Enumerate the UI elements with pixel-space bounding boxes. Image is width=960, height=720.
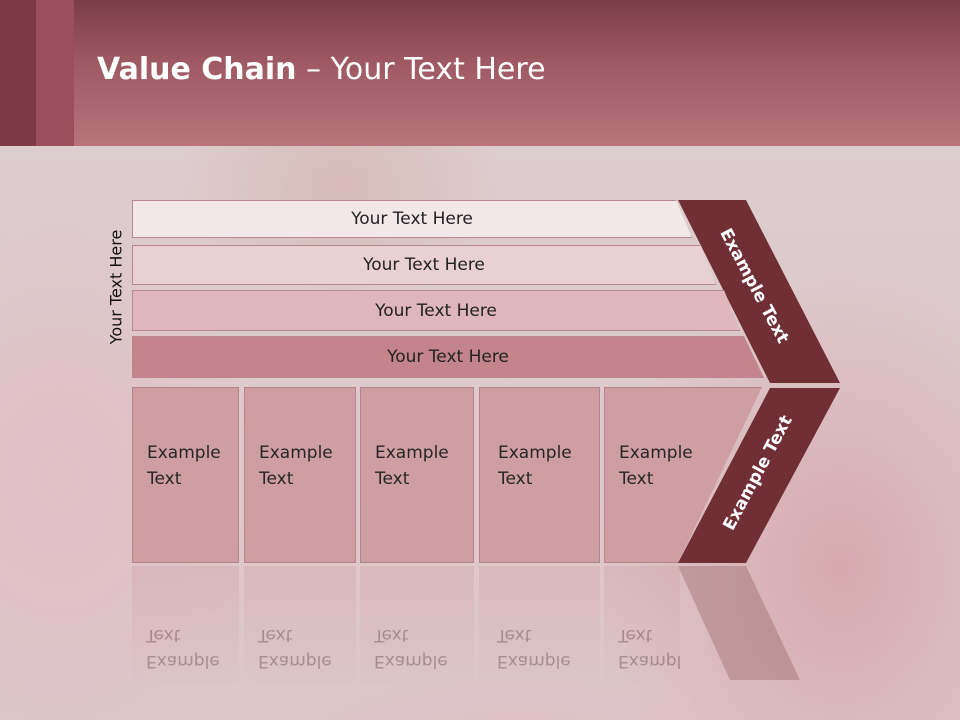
cell-5-line2: Text [619,469,654,489]
vertical-label: Your Text Here [106,229,126,345]
chevron-upper-segment [678,200,840,383]
cell-4-reflection-line1: Example [497,651,571,671]
cell-1-line2: Text [147,469,182,489]
band-1-label: Your Text Here [351,209,473,229]
cell-3-reflection: Example Text [360,566,474,686]
chevron-lower-segment [678,388,840,563]
cell-2-reflection-line1: Example [258,651,332,671]
cell-1-line1: Example [147,443,221,463]
cell-4-line2: Text [498,469,533,489]
slide-title: Value Chain – Your Text Here [97,52,546,87]
cell-4-line1: Example [498,443,572,463]
cell-2-line2: Text [259,469,294,489]
cell-2-line1: Example [259,443,333,463]
header-accent-band-dark [0,0,36,146]
activity-cell-4: Example Text [479,387,600,563]
cell-3-line1: Example [375,443,449,463]
cell-5-line1: Example [619,443,693,463]
cell-4-reflection: Example Text [479,566,600,686]
band-2: Your Text Here [132,245,716,285]
cell-1-reflection-line2: Text [146,625,181,645]
title-rest: – Your Text Here [296,52,546,87]
title-bold: Value Chain [97,52,297,87]
cell-3-line2: Text [375,469,410,489]
cell-2-reflection-line2: Text [258,625,293,645]
cell-1-reflection-line1: Example [146,651,220,671]
cell-2-reflection: Example Text [244,566,356,686]
band-4: Your Text Here [132,336,764,378]
chevron-reflection [678,566,800,680]
band-2-label: Your Text Here [363,255,485,275]
cell-1-reflection: Example Text [132,566,239,686]
activity-cell-3: Example Text [360,387,474,563]
slide-header: Value Chain – Your Text Here [0,0,960,146]
band-3: Your Text Here [132,290,740,331]
cell-3-reflection-line1: Example [374,651,448,671]
band-3-label: Your Text Here [375,300,497,321]
activity-cell-1: Example Text [132,387,239,563]
band-1: Your Text Here [132,200,692,238]
cell-5-reflection: Example Text [604,566,680,686]
cell-3-reflection-line2: Text [374,625,409,645]
activity-cell-2: Example Text [244,387,356,563]
header-accent-band-light [36,0,74,146]
cell-5-reflection-line1: Example [618,651,680,671]
cell-4-reflection-line2: Text [497,625,532,645]
cell-5-reflection-line2: Text [618,625,653,645]
band-4-label: Your Text Here [387,347,509,367]
